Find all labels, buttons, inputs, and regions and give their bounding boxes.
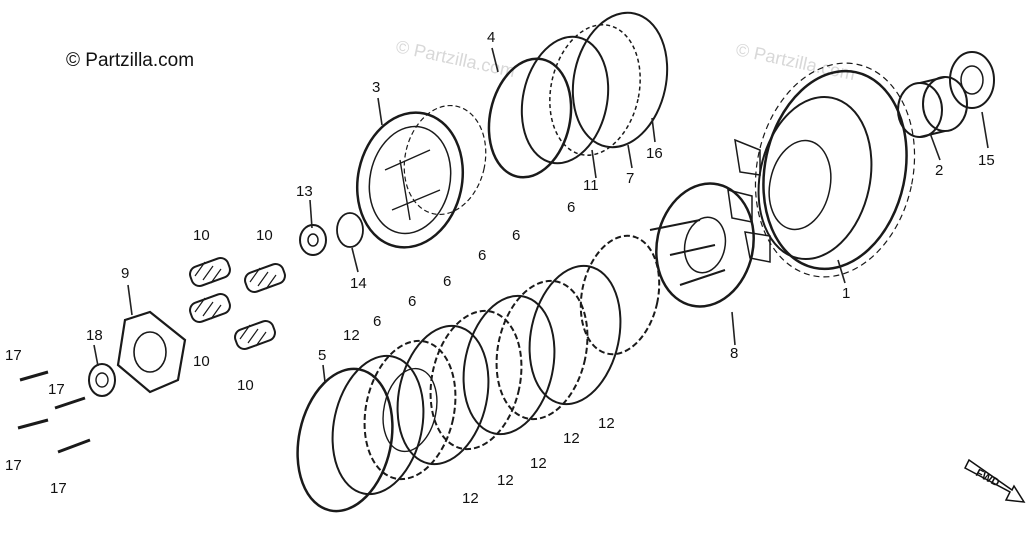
thrust-washer [949,51,995,109]
lifter-plate [116,310,187,394]
callout-12d: 12 [530,455,547,472]
callout-4: 4 [487,29,495,46]
clutch-center [355,104,487,249]
copyright-text: © Partzilla.com [66,50,194,71]
part-callouts: 1 2 3 4 5 6 6 6 6 6 6 7 8 9 10 10 10 10 … [5,29,995,507]
watermark-right: © Partzilla.com [734,39,857,84]
lifter-bearing [88,363,116,397]
callout-17b: 17 [48,381,65,398]
callout-6d: 6 [443,273,451,290]
pressure-plate [649,182,755,308]
friction-disc-stack [296,234,661,513]
callout-2: 2 [935,162,943,179]
callout-17c: 17 [5,457,22,474]
callout-11: 11 [583,177,599,194]
callout-6f: 6 [373,313,381,330]
callout-12b: 12 [598,415,615,432]
callout-6e: 6 [408,293,416,310]
callout-12e: 12 [497,472,514,489]
callout-16: 16 [646,145,663,162]
callout-12f: 12 [462,490,479,507]
callout-5: 5 [318,347,326,364]
lifter-nut [299,224,327,256]
leader-lines [93,47,989,383]
forward-arrow-icon [964,458,1026,503]
callout-10b: 10 [256,227,273,244]
callout-15: 15 [978,152,995,169]
callout-1: 1 [842,285,850,302]
callout-8: 8 [730,345,738,362]
callout-9: 9 [121,265,129,282]
clutch-springs [189,257,286,350]
callout-17d: 17 [50,480,67,497]
callout-14: 14 [350,275,367,292]
callout-6b: 6 [512,227,520,244]
callout-12c: 12 [563,430,580,447]
center-washer [336,212,364,248]
forward-direction-indicator: FWD [964,458,1026,503]
callout-6a: 6 [567,199,575,216]
callout-13: 13 [296,183,313,200]
callout-17a: 17 [5,347,22,364]
callout-12a: 12 [343,327,360,344]
callout-10d: 10 [237,377,254,394]
collar-bushing [897,76,968,138]
callout-3: 3 [372,79,380,96]
lifter-plate-bolts [17,370,91,454]
damper-spring-and-plates [487,11,669,179]
callout-6c: 6 [478,247,486,264]
callout-10a: 10 [193,227,210,244]
watermark-left: © Partzilla.com [394,36,517,81]
forward-label: FWD [974,467,1002,489]
callout-7: 7 [626,170,634,187]
callout-10c: 10 [193,353,210,370]
callout-18: 18 [86,327,103,344]
clutch-outer-housing [727,62,916,278]
